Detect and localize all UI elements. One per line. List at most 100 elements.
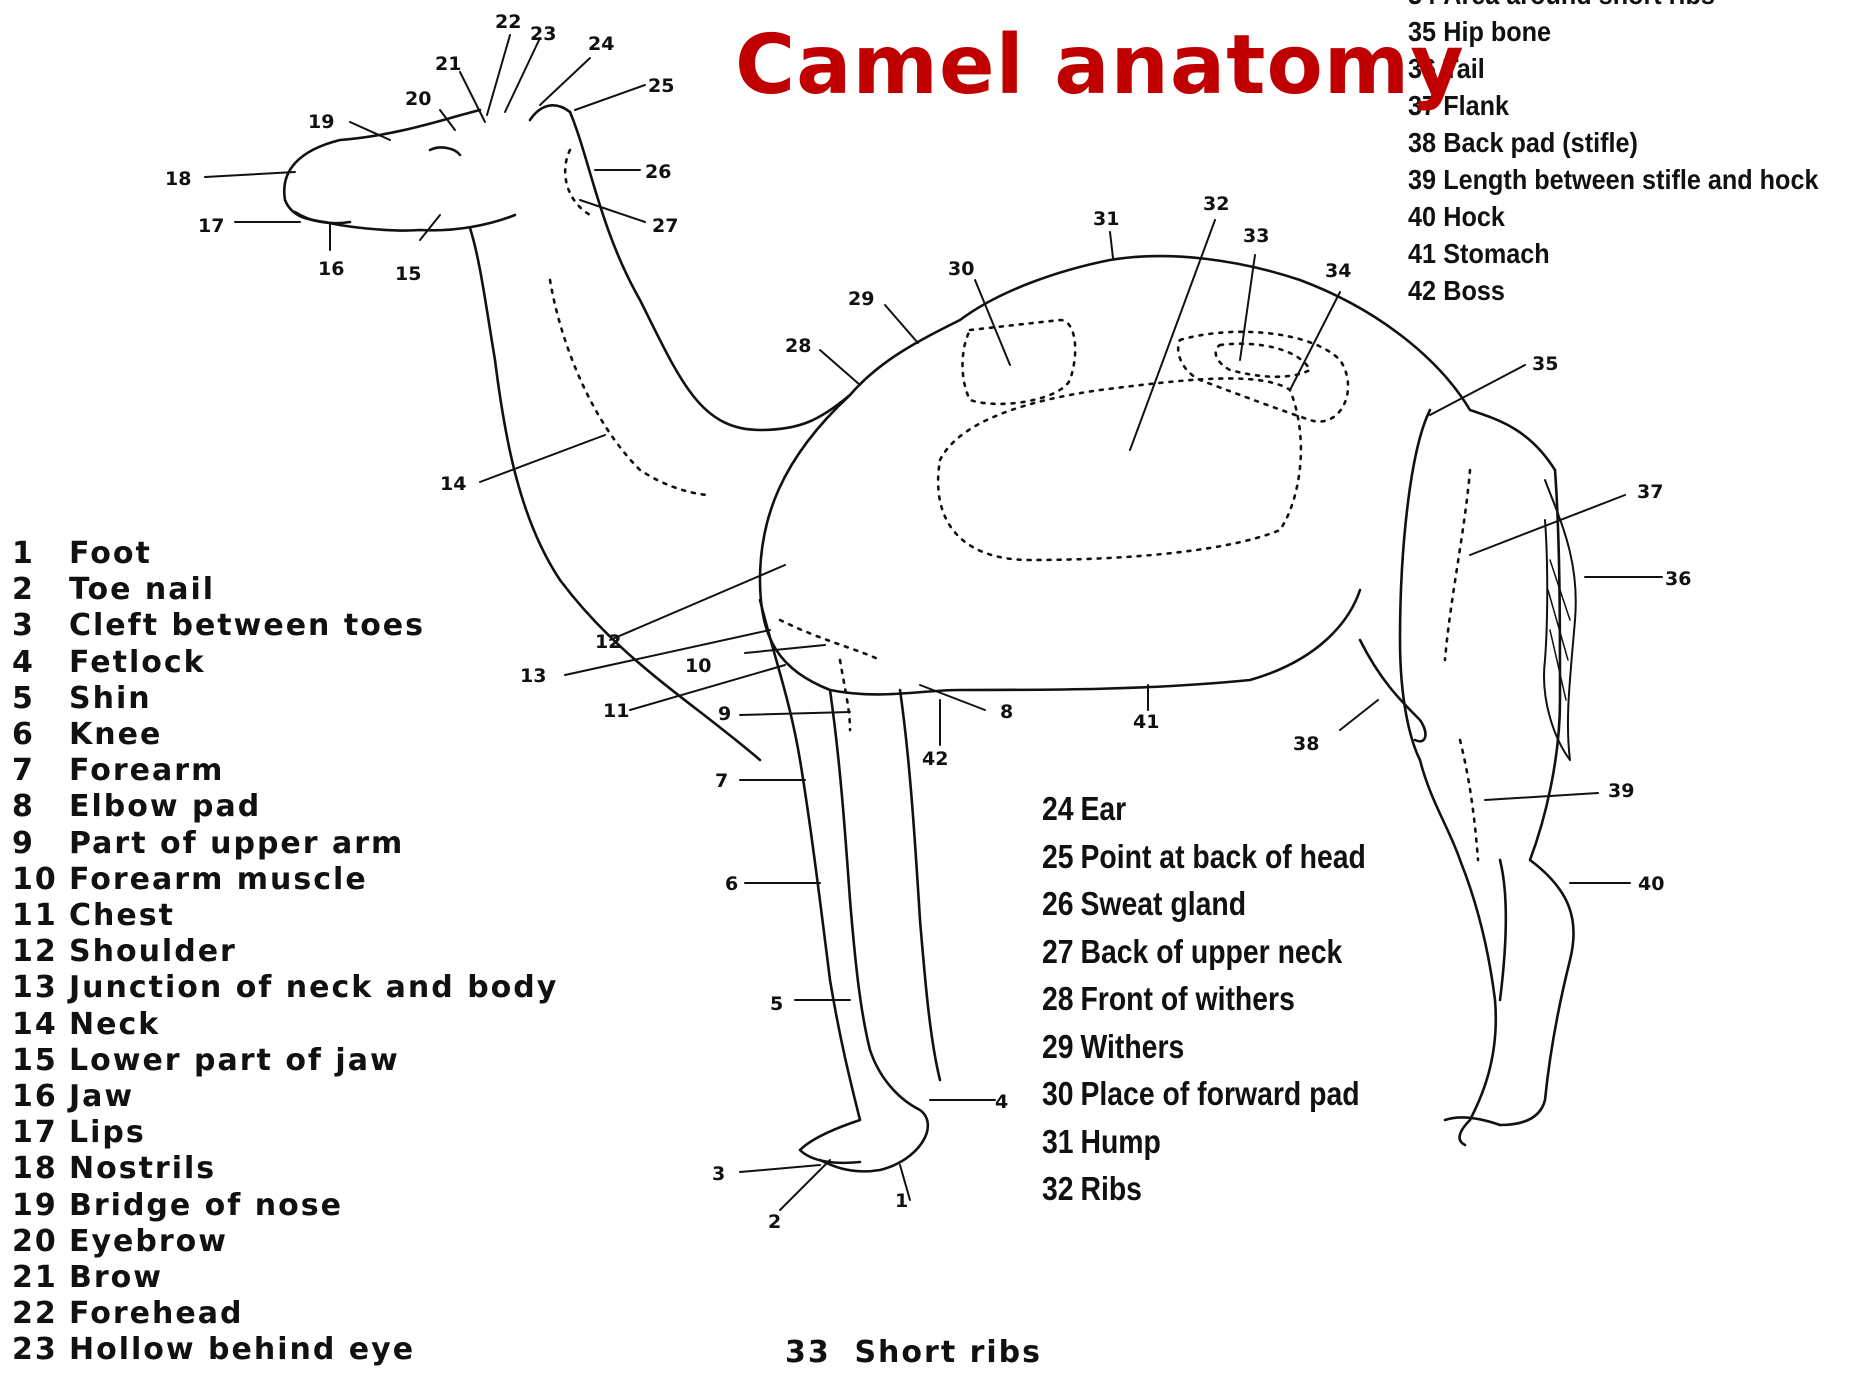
callout-12: 12: [595, 631, 621, 653]
callout-27: 27: [652, 215, 678, 237]
legend-item: 4Fetlock: [12, 645, 558, 681]
camel-belly-outline: [760, 395, 1360, 694]
callout-41: 41: [1133, 711, 1159, 733]
callout-29: 29: [848, 288, 874, 310]
dotted-ribs-area: [938, 378, 1301, 560]
legend-bottom: 33 Short ribs: [785, 1335, 1042, 1370]
callout-30: 30: [948, 258, 974, 280]
camel-hind-foot: [1445, 1118, 1500, 1125]
callout-18: 18: [165, 168, 191, 190]
callout-37: 37: [1637, 481, 1663, 503]
callout-24: 24: [588, 33, 614, 55]
legend-item: 1Foot: [12, 536, 558, 572]
legend-label: Short ribs: [854, 1335, 1042, 1370]
dotted-upper-arm: [780, 620, 880, 660]
callout-6: 6: [725, 873, 738, 895]
callout-15: 15: [395, 263, 421, 285]
legend-number: 33: [785, 1335, 842, 1370]
camel-stifle-outline: [1360, 640, 1425, 741]
callout-26: 26: [645, 161, 671, 183]
legend-item: 30Place of forward pad: [1042, 1070, 1366, 1118]
callout-21: 21: [435, 53, 461, 75]
callout-16: 16: [318, 258, 344, 280]
page-title: Camel anatomy: [735, 18, 1465, 113]
callout-14: 14: [440, 473, 466, 495]
callout-19: 19: [308, 111, 334, 133]
callout-39: 39: [1608, 780, 1634, 802]
legend-item: 40Hock: [1408, 198, 1818, 235]
callout-33: 33: [1243, 225, 1269, 247]
callout-5: 5: [770, 993, 783, 1015]
camel-neck-back: [570, 112, 850, 430]
legend-right: 34Area around short ribs 35Hip bone 36Ta…: [1408, 0, 1818, 309]
camel-hind-leg-front: [1500, 860, 1506, 1000]
callout-36: 36: [1665, 568, 1691, 590]
legend-item: 34Area around short ribs: [1408, 0, 1818, 13]
legend-item: 17Lips: [12, 1115, 558, 1151]
callout-28: 28: [785, 335, 811, 357]
callout-20: 20: [405, 88, 431, 110]
callout-1: 1: [895, 1190, 908, 1212]
callout-9: 9: [718, 703, 731, 725]
callout-34: 34: [1325, 260, 1351, 282]
legend-item: 19Bridge of nose: [12, 1188, 558, 1224]
callout-3: 3: [712, 1163, 725, 1185]
camel-eye: [430, 148, 460, 155]
legend-item: 41Stomach: [1408, 235, 1818, 272]
callout-4: 4: [995, 1091, 1008, 1113]
callout-38: 38: [1293, 733, 1319, 755]
callout-32: 32: [1203, 193, 1229, 215]
callout-23: 23: [530, 23, 556, 45]
callout-40: 40: [1638, 873, 1664, 895]
callout-10: 10: [685, 655, 711, 677]
callout-42: 42: [922, 748, 948, 770]
dotted-hind-leg: [1460, 740, 1478, 860]
dotted-upper-arm-2: [840, 660, 850, 730]
callout-31: 31: [1093, 208, 1119, 230]
callout-11: 11: [603, 700, 629, 722]
callout-17: 17: [198, 215, 224, 237]
callout-22: 22: [495, 11, 521, 33]
dotted-flank: [1445, 470, 1470, 660]
callout-25: 25: [648, 75, 674, 97]
dotted-forward-pad: [963, 320, 1076, 404]
camel-front-leg-rear: [820, 690, 928, 1171]
callout-8: 8: [1000, 701, 1013, 723]
camel-hind-outline: [1400, 410, 1496, 1145]
callout-35: 35: [1532, 353, 1558, 375]
callout-2: 2: [768, 1211, 781, 1233]
callout-7: 7: [715, 770, 728, 792]
